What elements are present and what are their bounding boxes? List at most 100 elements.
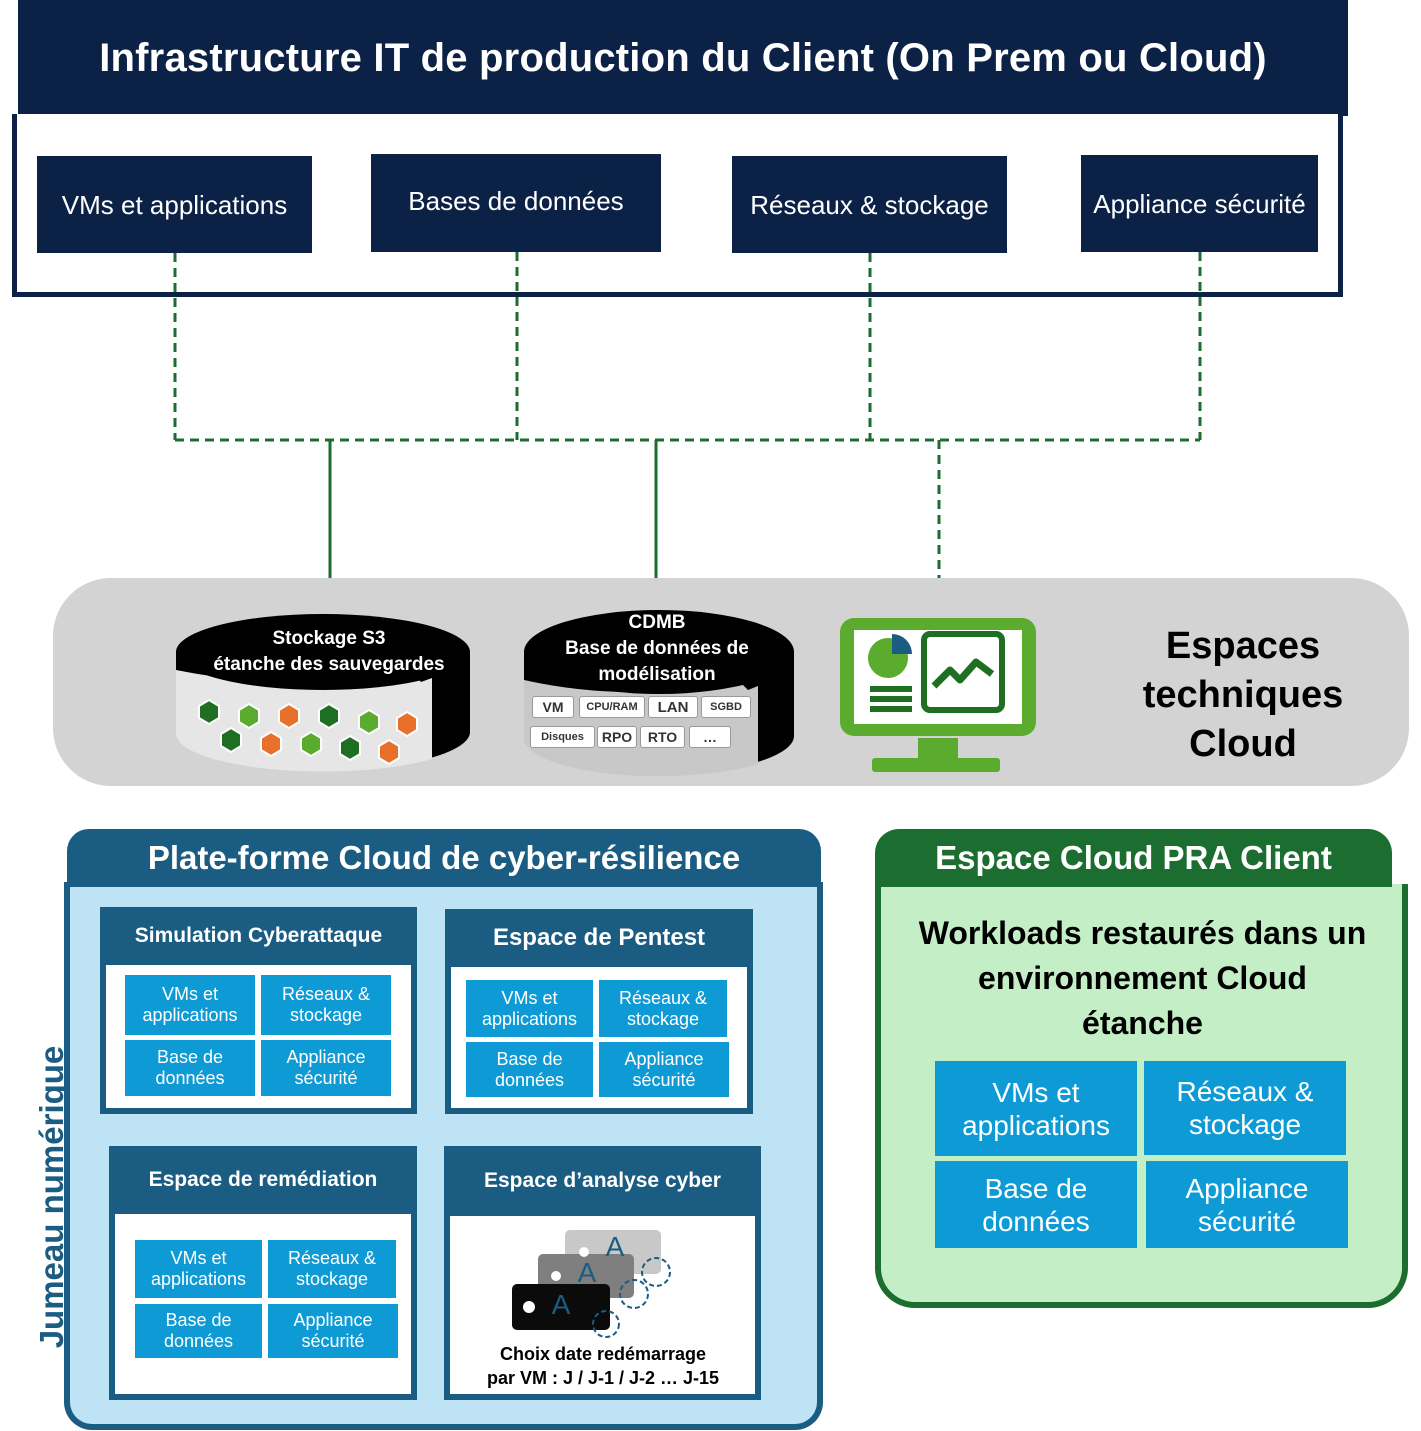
source-label: VMs et applications — [61, 189, 288, 220]
cyber-resilience-title: Plate-forme Cloud de cyber-résilience — [147, 839, 741, 876]
digital-twin-label: Jumeau numérique — [33, 1045, 70, 1349]
page-title: Infrastructure IT de production du Clien… — [18, 0, 1348, 116]
tile-line: stockage — [289, 1005, 363, 1025]
monitoring-dashboard-icon — [836, 614, 1040, 774]
tile-line: données — [163, 1331, 234, 1351]
caption-line1: Choix date redémarrage — [499, 1344, 707, 1364]
s3-title-line2: étanche des sauvegardes — [213, 654, 445, 675]
cdmb-chip: VM — [532, 696, 574, 718]
pra-text-line2: environnement Cloud — [978, 959, 1307, 996]
tile-line: Réseaux & — [281, 984, 371, 1004]
tile-line: sécurité — [1197, 1205, 1297, 1237]
tile-line: sécurité — [294, 1068, 358, 1088]
tile-line: applications — [962, 1109, 1110, 1141]
s3-storage-cylinder: Stockage S3 étanche des sauvegardes — [174, 614, 474, 774]
cdmb-chip: Disques — [530, 726, 595, 748]
source-databases: Bases de données — [371, 154, 661, 252]
tile-line: Réseaux & — [287, 1248, 377, 1268]
cdmb-chip: … — [689, 726, 731, 748]
source-label: Bases de données — [408, 186, 624, 216]
cdmb-title-line1: CDMB — [628, 612, 686, 633]
tile-line: données — [494, 1069, 565, 1090]
caption-line2: par VM : J / J-1 / J-2 … J-15 — [486, 1368, 720, 1388]
cdmb-chip: CPU/RAM — [579, 696, 645, 718]
cdmb-chip: LAN — [648, 696, 698, 718]
tile-line: Appliance — [293, 1310, 373, 1330]
restart-date-caption: Choix date redémarrage par VM : J / J-1 … — [455, 1342, 751, 1392]
tile-line: données — [982, 1205, 1090, 1237]
tile-line: stockage — [626, 1008, 700, 1029]
pentest-title: Espace de Pentest — [445, 909, 753, 967]
tile-line: VMs et — [161, 984, 218, 1004]
cdmb-database-cylinder: CDMB Base de données de modélisation VM … — [522, 610, 796, 776]
snapshot-letter: A — [605, 1231, 625, 1262]
pra-text-line1: Workloads restaurés dans un — [918, 914, 1367, 951]
s3-title-line1: Stockage S3 — [272, 628, 386, 649]
snapshot-letter: A — [577, 1257, 597, 1288]
tech-label-line2: techniques — [1142, 673, 1344, 716]
tile-line: Base de — [496, 1048, 563, 1069]
tile-line: Appliance — [624, 1048, 704, 1069]
tile-network-storage: Réseaux &stockage — [261, 975, 391, 1035]
tile-line: sécurité — [301, 1331, 365, 1351]
cdmb-title-line2: Base de données de — [565, 638, 749, 659]
cdmb-title: CDMB Base de données de modélisation — [522, 610, 792, 688]
tile-line: Base de — [165, 1310, 232, 1330]
page-title-text: Infrastructure IT de production du Clien… — [99, 35, 1267, 80]
tile-line: applications — [481, 1008, 578, 1029]
technical-cloud-label: Espaces techniques Cloud — [1120, 620, 1366, 770]
cdmb-title-line3: modélisation — [598, 664, 716, 685]
tile-line: Appliance — [1185, 1172, 1309, 1204]
pra-tile-network-storage: Réseaux &stockage — [1144, 1061, 1346, 1155]
tile-line: Appliance — [286, 1047, 366, 1067]
tile-line: Réseaux & — [618, 987, 708, 1008]
tile-network-storage: Réseaux &stockage — [268, 1240, 396, 1298]
tech-label-line1: Espaces — [1165, 624, 1321, 667]
s3-title: Stockage S3 étanche des sauvegardes — [174, 626, 484, 678]
tile-line: Réseaux & — [1176, 1076, 1314, 1107]
pra-text-line3: étanche — [1082, 1004, 1203, 1041]
hexagon-cluster — [198, 698, 418, 766]
remediation-title: Espace de remédiation — [109, 1146, 417, 1214]
cdmb-chip: RPO — [597, 726, 637, 748]
snapshot-letter: A — [551, 1289, 571, 1320]
cyber-resilience-header: Plate-forme Cloud de cyber-résilience — [67, 829, 821, 887]
cdmb-chip: SGBD — [701, 696, 751, 718]
tech-label-line3: Cloud — [1189, 722, 1297, 765]
tile-line: Base de — [984, 1172, 1088, 1204]
pra-cloud-header: Espace Cloud PRA Client — [875, 829, 1392, 887]
tile-line: stockage — [295, 1269, 369, 1289]
tile-line: stockage — [1188, 1109, 1302, 1140]
tile-line: sécurité — [632, 1069, 696, 1090]
source-label: Appliance sécurité — [1093, 188, 1306, 219]
cdmb-chip: RTO — [640, 726, 685, 748]
tile-line: applications — [150, 1269, 247, 1289]
pra-cloud-title: Espace Cloud PRA Client — [935, 839, 1332, 876]
source-label: Réseaux & stockage — [750, 189, 989, 220]
tile-line: VMs et — [170, 1248, 227, 1268]
tile-line: VMs et — [992, 1076, 1080, 1108]
vm-snapshots-icon: A A A — [510, 1228, 680, 1340]
simulation-title: Simulation Cyberattaque — [100, 907, 417, 965]
tile-line: données — [155, 1068, 225, 1088]
tile-line: applications — [142, 1005, 238, 1025]
tile-line: VMs et — [501, 987, 558, 1008]
tile-line: Base de — [156, 1047, 224, 1067]
source-network-storage: Réseaux & stockage — [732, 156, 1007, 253]
tile-network-storage: Réseaux &stockage — [599, 980, 727, 1037]
source-vms-applications: VMs et applications — [37, 156, 312, 253]
restore-cycle-icons — [592, 1257, 671, 1338]
source-security-appliance: Appliance sécurité — [1081, 155, 1318, 252]
